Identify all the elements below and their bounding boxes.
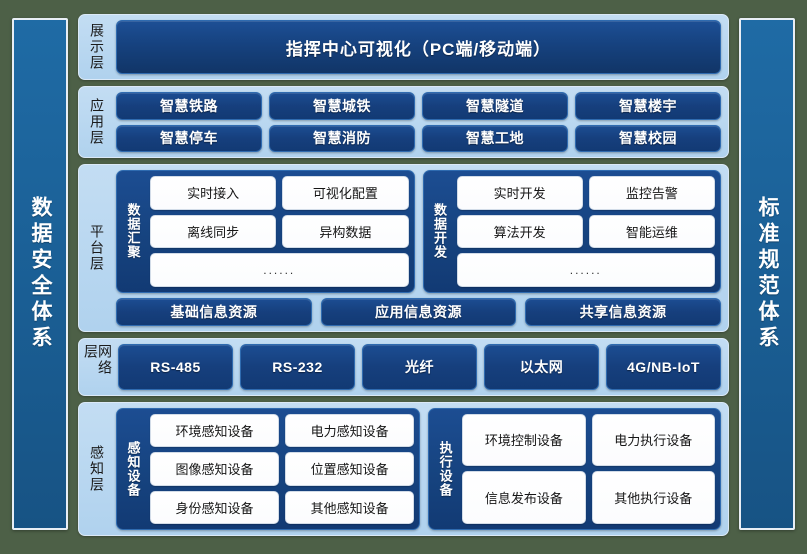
group-data-development: 数据开发 实时开发 监控告警 算法开发 智能运维 xyxy=(422,170,721,293)
layer-perception: 感知层 感知设备 环境感知设备 电力感知设备 xyxy=(78,401,729,536)
chip-smart-urban-rail[interactable]: 智慧城铁 xyxy=(269,92,415,120)
chip-ethernet[interactable]: 以太网 xyxy=(484,343,599,390)
layer-network-label: 网络层 xyxy=(83,343,113,376)
layer-application-body: 智慧铁路 智慧城铁 智慧隧道 智慧楼宇 智慧停车 智慧消防 智慧工地 智慧校园 xyxy=(116,92,721,152)
chip-power-sensing-device[interactable]: 电力感知设备 xyxy=(285,413,415,447)
perception-groups: 感知设备 环境感知设备 电力感知设备 图像感知设备 位置感知设备 xyxy=(116,407,721,530)
layer-application: 应用层 智慧铁路 智慧城铁 智慧隧道 智慧楼宇 智慧停车 智慧消防 智慧工地 智… xyxy=(78,86,729,158)
chip-rs485[interactable]: RS-485 xyxy=(118,343,233,390)
sensing-row-3: 身份感知设备 其他感知设备 xyxy=(150,490,415,524)
chip-application-information-resource[interactable]: 应用信息资源 xyxy=(320,297,517,326)
group-data-aggregation-label-box: 数据汇聚 xyxy=(122,176,144,287)
aggregation-row-3: ...... xyxy=(150,253,409,287)
layer-presentation-label-box: 展示层 xyxy=(84,20,110,74)
chip-location-sensing-device[interactable]: 位置感知设备 xyxy=(285,452,415,486)
group-data-development-grid: 实时开发 监控告警 算法开发 智能运维 ...... xyxy=(456,176,715,287)
layer-perception-label-box: 感知层 xyxy=(84,408,110,531)
layer-network-body: RS-485 RS-232 光纤 以太网 4G/NB-IoT xyxy=(118,343,721,390)
layer-network-label-box: 网络层 xyxy=(83,343,113,390)
group-sensing-devices-label-box: 感知设备 xyxy=(122,414,144,525)
layer-presentation: 展示层 指挥中心可视化（PC端/移动端） xyxy=(78,14,729,80)
chip-smart-campus[interactable]: 智慧校园 xyxy=(575,124,721,152)
chip-smart-building[interactable]: 智慧楼宇 xyxy=(575,92,721,120)
layer-platform-body: 数据汇聚 实时接入 可视化配置 离线同步 异构数据 xyxy=(116,170,722,326)
chip-visual-configuration[interactable]: 可视化配置 xyxy=(282,176,409,210)
actuation-row-2: 信息发布设备 其他执行设备 xyxy=(462,471,715,524)
group-data-aggregation: 数据汇聚 实时接入 可视化配置 离线同步 异构数据 xyxy=(116,170,415,293)
layer-application-label-box: 应用层 xyxy=(84,92,110,152)
left-pillar-data-security: 数据安全体系 xyxy=(12,18,68,530)
chip-offline-sync[interactable]: 离线同步 xyxy=(150,214,277,248)
right-pillar-label: 标准规范体系 xyxy=(756,196,780,352)
chip-monitoring-alarm[interactable]: 监控告警 xyxy=(588,176,715,210)
layer-network: 网络层 RS-485 RS-232 光纤 以太网 4G/NB-IoT xyxy=(78,337,729,396)
layer-stack: 展示层 指挥中心可视化（PC端/移动端） 应用层 智慧铁路 智慧城铁 智慧隧道 … xyxy=(78,14,729,536)
layer-platform-label: 平台层 xyxy=(89,223,105,272)
chip-smart-railway[interactable]: 智慧铁路 xyxy=(116,92,262,120)
network-row: RS-485 RS-232 光纤 以太网 4G/NB-IoT xyxy=(118,343,721,390)
development-row-2: 算法开发 智能运维 xyxy=(456,214,715,248)
group-data-development-label-box: 数据开发 xyxy=(429,176,451,287)
aggregation-row-2: 离线同步 异构数据 xyxy=(150,214,409,248)
group-sensing-devices-grid: 环境感知设备 电力感知设备 图像感知设备 位置感知设备 身份感知设备 其他感知设… xyxy=(150,413,415,524)
application-row-2: 智慧停车 智慧消防 智慧工地 智慧校园 xyxy=(116,124,721,152)
chip-smart-tunnel[interactable]: 智慧隧道 xyxy=(422,92,568,120)
group-data-aggregation-label: 数据汇聚 xyxy=(125,203,141,260)
layer-platform: 平台层 数据汇聚 实时接入 可视化配置 xyxy=(78,164,729,332)
chip-other-actuation-device[interactable]: 其他执行设备 xyxy=(591,471,715,524)
sensing-row-2: 图像感知设备 位置感知设备 xyxy=(150,452,415,486)
chip-identity-sensing-device[interactable]: 身份感知设备 xyxy=(150,490,280,524)
chip-4g-nbiot[interactable]: 4G/NB-IoT xyxy=(606,343,721,390)
chip-algorithm-development[interactable]: 算法开发 xyxy=(456,214,583,248)
group-data-aggregation-grid: 实时接入 可视化配置 离线同步 异构数据 ...... xyxy=(150,176,409,287)
chip-information-publishing-device[interactable]: 信息发布设备 xyxy=(462,471,586,524)
chip-command-center-visualization[interactable]: 指挥中心可视化（PC端/移动端） xyxy=(116,20,721,74)
chip-smart-firefighting[interactable]: 智慧消防 xyxy=(269,124,415,152)
chip-environment-sensing-device[interactable]: 环境感知设备 xyxy=(150,413,280,447)
chip-aggregation-more[interactable]: ...... xyxy=(150,253,409,287)
group-actuation-devices: 执行设备 环境控制设备 电力执行设备 信息发布设备 其他执行设备 xyxy=(428,407,721,530)
aggregation-row-1: 实时接入 可视化配置 xyxy=(150,176,409,210)
chip-realtime-development[interactable]: 实时开发 xyxy=(456,176,583,210)
group-sensing-devices: 感知设备 环境感知设备 电力感知设备 图像感知设备 位置感知设备 xyxy=(116,407,421,530)
chip-basic-information-resource[interactable]: 基础信息资源 xyxy=(116,297,312,326)
right-pillar-standards: 标准规范体系 xyxy=(739,18,795,530)
chip-other-sensing-device[interactable]: 其他感知设备 xyxy=(285,490,415,524)
left-pillar-label: 数据安全体系 xyxy=(29,196,53,352)
platform-resource-row: 基础信息资源 应用信息资源 共享信息资源 xyxy=(116,297,722,326)
group-actuation-devices-grid: 环境控制设备 电力执行设备 信息发布设备 其他执行设备 xyxy=(462,413,715,524)
chip-heterogeneous-data[interactable]: 异构数据 xyxy=(282,214,409,248)
chip-smart-construction-site[interactable]: 智慧工地 xyxy=(422,124,568,152)
layer-perception-body: 感知设备 环境感知设备 电力感知设备 图像感知设备 位置感知设备 xyxy=(116,407,721,530)
chip-realtime-access[interactable]: 实时接入 xyxy=(150,176,277,210)
chip-environment-control-device[interactable]: 环境控制设备 xyxy=(462,413,586,467)
chip-power-actuation-device[interactable]: 电力执行设备 xyxy=(591,413,715,467)
chip-smart-parking[interactable]: 智慧停车 xyxy=(116,124,262,152)
layer-presentation-body: 指挥中心可视化（PC端/移动端） xyxy=(116,20,721,74)
chip-optical-fiber[interactable]: 光纤 xyxy=(362,343,477,390)
layer-platform-label-box: 平台层 xyxy=(84,170,110,326)
layer-presentation-label: 展示层 xyxy=(89,23,105,71)
group-sensing-devices-label: 感知设备 xyxy=(125,440,141,497)
group-data-development-label: 数据开发 xyxy=(432,203,447,260)
application-row-1: 智慧铁路 智慧城铁 智慧隧道 智慧楼宇 xyxy=(116,92,721,120)
group-actuation-devices-label-box: 执行设备 xyxy=(434,414,456,525)
sensing-row-1: 环境感知设备 电力感知设备 xyxy=(150,413,415,447)
chip-shared-information-resource[interactable]: 共享信息资源 xyxy=(525,297,722,326)
layer-application-label: 应用层 xyxy=(89,98,105,146)
actuation-row-1: 环境控制设备 电力执行设备 xyxy=(462,413,715,467)
platform-groups: 数据汇聚 实时接入 可视化配置 离线同步 异构数据 xyxy=(116,170,721,293)
development-row-1: 实时开发 监控告警 xyxy=(456,176,715,210)
chip-intelligent-ops[interactable]: 智能运维 xyxy=(588,214,715,248)
chip-rs232[interactable]: RS-232 xyxy=(240,343,355,390)
group-actuation-devices-label: 执行设备 xyxy=(437,440,453,497)
development-row-3: ...... xyxy=(456,253,715,287)
layer-perception-label: 感知层 xyxy=(89,444,105,493)
chip-development-more[interactable]: ...... xyxy=(456,253,715,287)
chip-image-sensing-device[interactable]: 图像感知设备 xyxy=(150,452,280,486)
